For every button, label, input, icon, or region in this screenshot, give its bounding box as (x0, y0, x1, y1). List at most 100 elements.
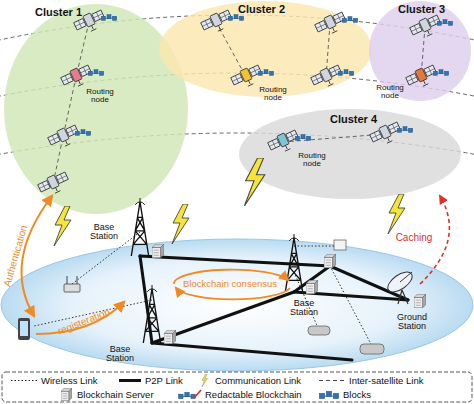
block-icon (228, 15, 243, 21)
blockchain-server (306, 280, 318, 294)
legend-text: Redactable Blockchain (205, 389, 302, 400)
legend-text: Blockchain Server (77, 389, 154, 400)
cluster-label: Cluster 1 (35, 6, 82, 18)
redactable-blockchain-sample (179, 392, 196, 398)
base-station-label: Base Station (85, 223, 123, 242)
inter-satellite-link (53, 22, 89, 184)
ground-station-dish (385, 268, 416, 304)
block-icon (258, 70, 273, 76)
block-icon (75, 15, 452, 141)
blockchain-server (414, 294, 426, 308)
p2p-link (140, 256, 152, 343)
blockchain-server (324, 254, 336, 268)
block-icon (88, 70, 103, 76)
inter-satellite-link (216, 22, 246, 77)
base-station-label: Base Station (285, 299, 323, 318)
legend-box (2, 372, 472, 402)
block-icon (397, 127, 412, 133)
cluster-ellipse (159, 1, 372, 97)
vehicle (308, 326, 330, 335)
phone-screen (20, 321, 28, 336)
routing-satellite (230, 63, 264, 91)
legend-swatch (318, 388, 340, 401)
routing-satellite (267, 128, 301, 156)
satellite (314, 10, 348, 38)
legend-item: Communication Link (198, 374, 301, 387)
dish (385, 268, 416, 296)
legend-item: Wireless Link (10, 374, 98, 387)
cluster-ellipse (239, 109, 461, 199)
communication-link-sample (202, 374, 208, 387)
legend-item: Redactable Blockchain (178, 388, 302, 401)
blockchain-server (152, 244, 164, 258)
ground-station-label: Ground Station (391, 313, 433, 332)
cluster-region: Cluster 1 (3, 3, 189, 215)
legend-swatch (198, 374, 212, 387)
blockchain-server-sample (61, 388, 72, 401)
wireless-link (330, 266, 372, 346)
routing-node-label: Routing node (372, 84, 408, 101)
legend-text: Blocks (343, 389, 371, 400)
wireless-link (34, 232, 372, 346)
p2p-link (140, 256, 408, 300)
block-icon (433, 70, 448, 76)
legend-text: Communication Link (215, 375, 301, 386)
redaction-pen (194, 390, 201, 398)
cluster-label: Cluster 3 (398, 3, 445, 15)
communication-link (54, 206, 71, 246)
dish-feed (400, 272, 412, 282)
satellite (37, 8, 443, 198)
satellite (409, 13, 443, 41)
routing-node-label: Routing node (82, 88, 118, 105)
communication-link (244, 158, 264, 206)
communication-link (388, 194, 405, 234)
block-icon (295, 135, 310, 141)
block-icon (338, 70, 353, 76)
registration-label: registeration (57, 307, 112, 337)
base-station-tower (131, 198, 148, 256)
legend-item: Inter-satellite Link (318, 374, 423, 387)
vehicle (360, 344, 384, 354)
satellite (37, 170, 71, 198)
cluster-label: Cluster 4 (330, 113, 377, 125)
legend-text: P2P Link (145, 375, 183, 386)
inter-satellite-link (326, 24, 330, 77)
legend-swatch (10, 374, 38, 387)
legend-text: Wireless Link (41, 375, 98, 386)
p2p-link (152, 292, 294, 343)
satellite (200, 8, 234, 36)
routing-node-label: Routing node (255, 86, 291, 103)
legend-swatch (178, 388, 202, 401)
blockchain-server (152, 244, 426, 344)
block-icon (75, 130, 90, 136)
inter-satellite-link-sample (319, 380, 345, 381)
satellite (73, 8, 107, 36)
cluster-ellipse (4, 4, 188, 214)
inter-satellite-link (283, 134, 385, 142)
blocks-sample (320, 392, 339, 399)
base-station-tower (285, 234, 302, 292)
p2p-link-sample (119, 379, 141, 382)
cluster-ellipse (369, 1, 471, 101)
satellite (310, 63, 344, 91)
legend-text: Inter-satellite Link (349, 375, 423, 386)
block-icon (101, 15, 116, 21)
legend-swatch (118, 374, 142, 387)
consensus-arrow (176, 288, 290, 299)
legend-swatch (60, 388, 74, 401)
wireless-link-sample (11, 380, 37, 381)
legend-swatch (318, 374, 346, 387)
inter-satellite-link (53, 22, 425, 184)
ground-area (1, 239, 473, 371)
cluster-region: Cluster 2 (158, 0, 373, 98)
router-antenna (67, 276, 77, 284)
dish-stand (398, 290, 408, 304)
user-device (18, 240, 384, 354)
legend-item: P2P Link (118, 374, 183, 387)
routing-satellite (405, 63, 439, 91)
legend-item: Blocks (318, 388, 371, 401)
base-station-tower (143, 285, 160, 343)
authentication-label: Authentication (2, 224, 30, 288)
satellite (369, 120, 403, 148)
